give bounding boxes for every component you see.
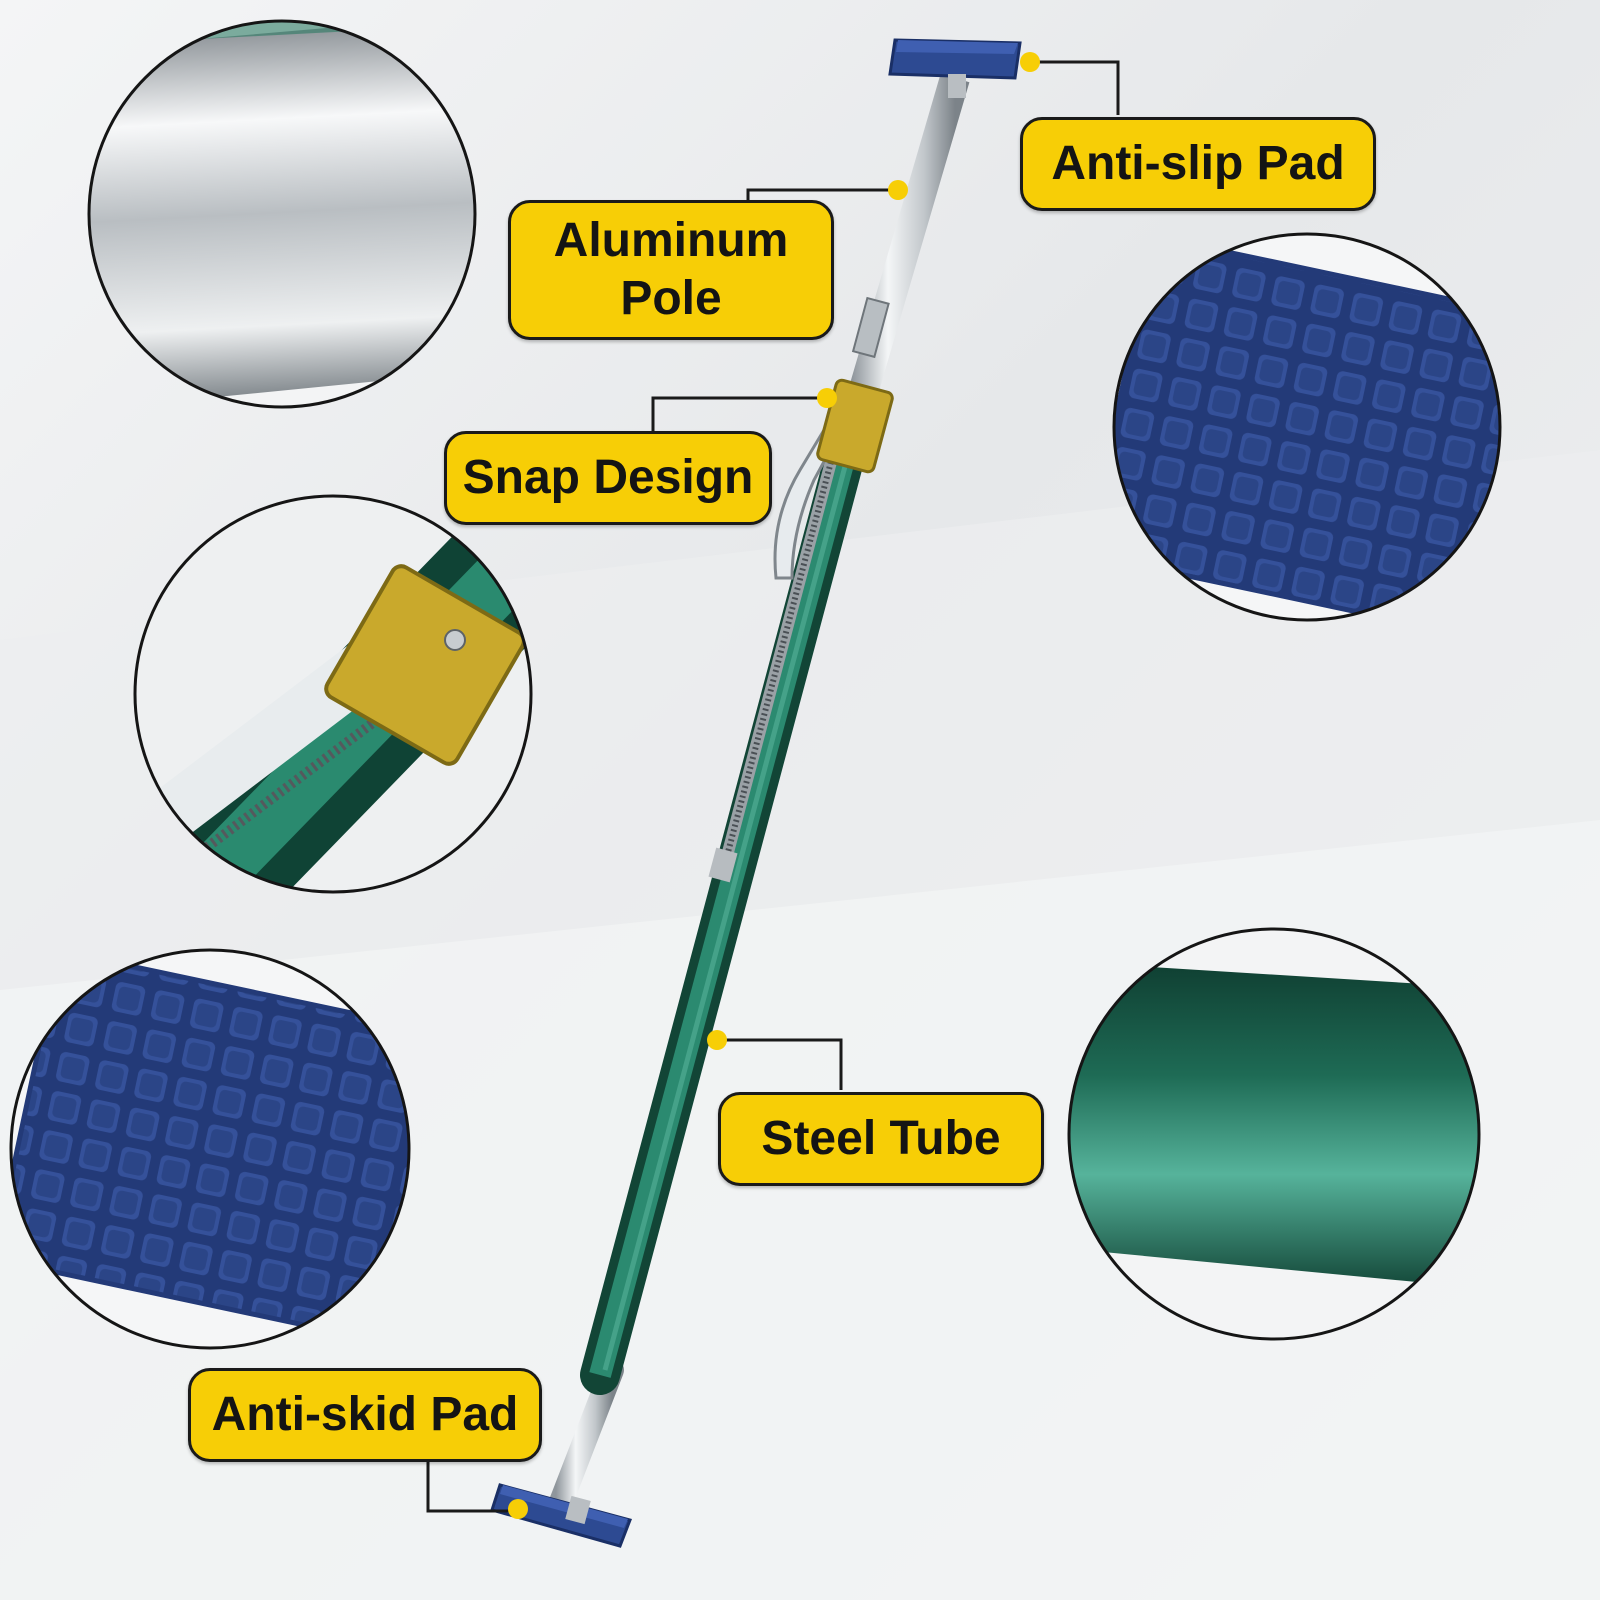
label-aluminum-pole-line1: Aluminum — [553, 214, 789, 267]
label-anti-slip-pad: Anti-slip Pad — [1020, 117, 1376, 211]
label-anti-skid-pad: Anti-skid Pad — [188, 1368, 542, 1462]
label-steel-tube-text: Steel Tube — [761, 1112, 1001, 1165]
leader-lines — [426, 60, 1120, 1513]
label-aluminum-pole: Aluminum Pole — [508, 200, 834, 340]
label-anti-slip-pad-text: Anti-slip Pad — [1051, 137, 1345, 190]
steel-tube-closeup — [1067, 927, 1481, 1341]
leader-dots — [508, 52, 1040, 1519]
label-anti-skid-pad-text: Anti-skid Pad — [211, 1388, 519, 1441]
label-aluminum-pole-line2: Pole — [620, 272, 722, 325]
label-snap-design: Snap Design — [444, 431, 772, 525]
aluminum-pole-closeup — [87, 19, 477, 409]
snap-clamp-closeup — [133, 494, 533, 894]
support-pole — [490, 38, 1022, 1548]
label-steel-tube: Steel Tube — [718, 1092, 1044, 1186]
anti-slip-pad-closeup — [1112, 232, 1502, 622]
label-snap-design-text: Snap Design — [462, 451, 754, 504]
anti-skid-pad-closeup — [9, 948, 411, 1350]
